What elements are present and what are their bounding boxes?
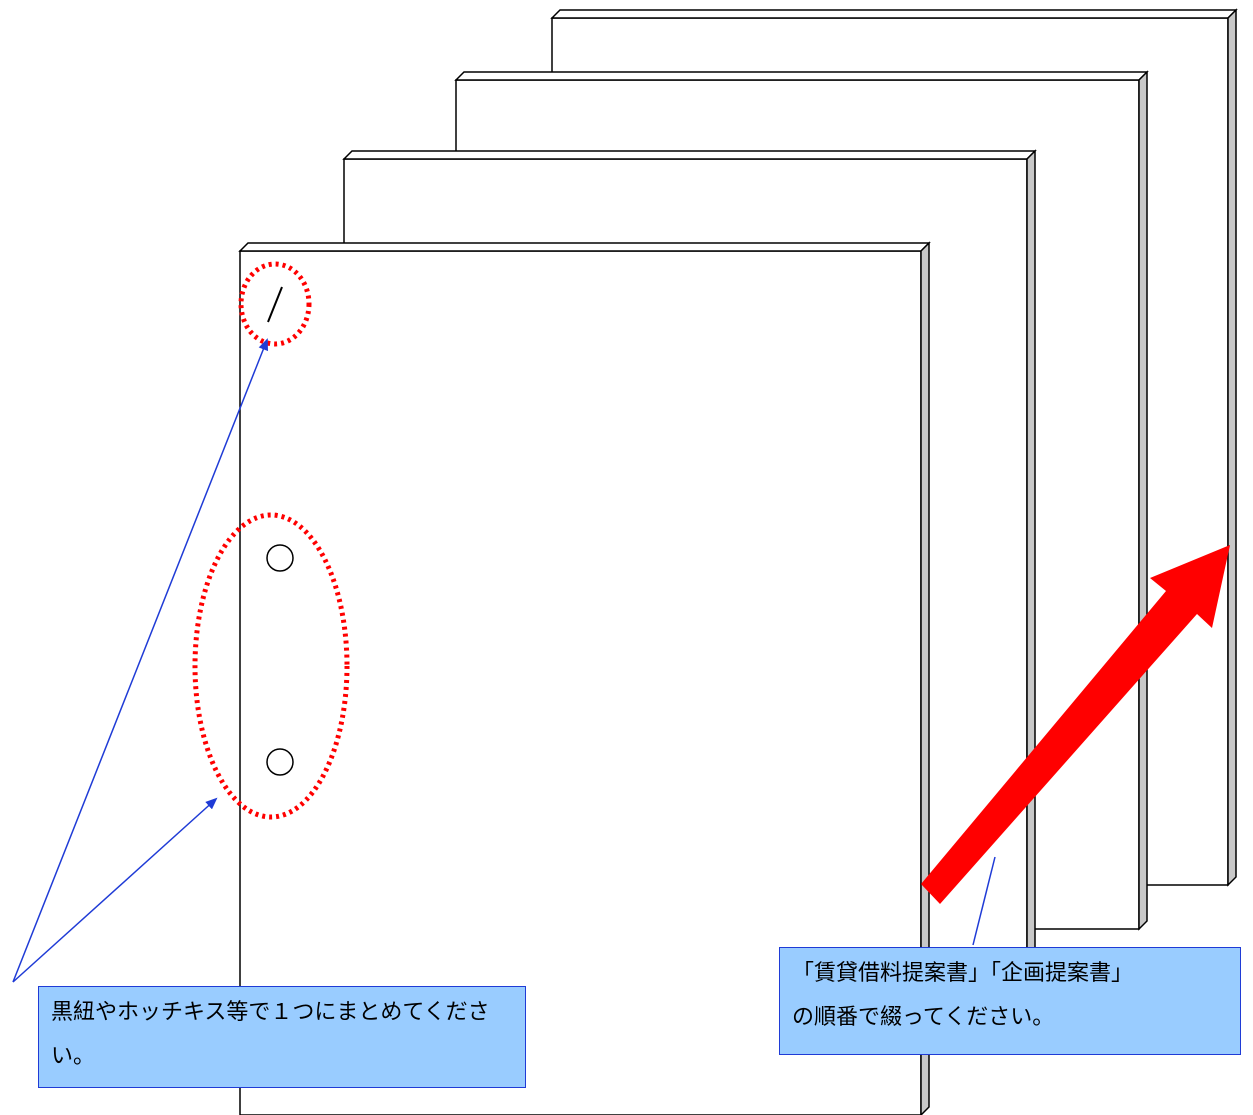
binding-instruction-callout: 黒紐やホッチキス等で１つにまとめてください。 [38,986,526,1088]
order-direction-arrow-icon [921,545,1230,904]
punch-holes-highlight-ellipse [192,512,350,820]
punch-hole-lower-icon [266,748,294,776]
leader-line-to-order-arrow [972,856,996,946]
punch-hole-upper-icon [266,544,294,572]
staple-mark-icon [267,286,283,323]
staple-highlight-ellipse [238,261,312,347]
leader-line-to-staple [12,338,268,983]
order-instruction-callout: 「賃貸借料提案書」「企画提案書」 の順番で綴ってください。 [779,947,1241,1055]
leader-line-to-punch-holes [12,797,218,983]
document-sheet-1 [238,241,931,1115]
